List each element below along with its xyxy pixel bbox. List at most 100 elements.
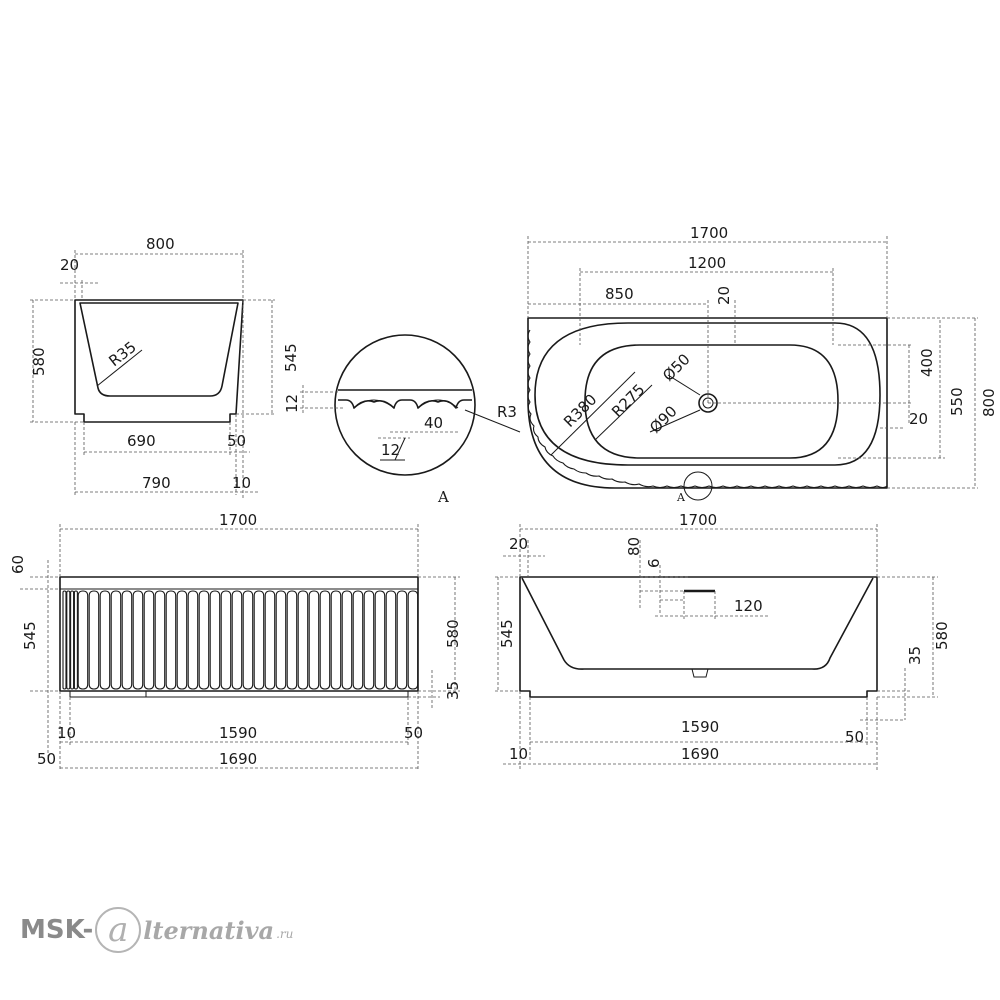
side-radius-label: R35	[105, 338, 139, 370]
front-length-label: 1700	[219, 511, 257, 529]
front-view-flute	[374, 590, 386, 690]
top-inner-width-label: 400	[918, 348, 936, 377]
section-height-outer-label: 580	[933, 621, 951, 650]
top-inner-length-label: 1200	[688, 254, 726, 272]
front-view-flute	[121, 590, 133, 690]
top-mid-width-label: 550	[948, 387, 966, 416]
front-view-flute	[176, 590, 188, 690]
side-height-inner-label: 545	[282, 343, 300, 372]
detail-radius-label: R3	[497, 403, 517, 421]
front-view-flute	[242, 590, 254, 690]
front-rim-label: 60	[9, 555, 27, 574]
front-view-flute	[297, 590, 309, 690]
front-view-flute	[407, 590, 419, 690]
front-view-flute	[132, 590, 144, 690]
front-plinth-label: 35	[444, 681, 462, 700]
side-view-inner-basin	[79, 302, 239, 397]
detail-a: 12 40 12 R3 A	[283, 334, 521, 506]
section-overflow-width-label: 120	[734, 597, 763, 615]
top-view-drain-outer	[698, 393, 718, 413]
side-view-outline	[74, 299, 244, 423]
watermark-tld: .ru	[276, 927, 294, 941]
front-view-flute	[396, 590, 408, 690]
front-view-flute	[165, 590, 177, 690]
watermark-prefix: MSK-	[20, 915, 94, 945]
front-view-flute	[330, 590, 342, 690]
top-view: 1700 1200 850 20 R380 R275 Ø50 Ø90 400 5…	[527, 224, 998, 504]
side-width-top-label: 800	[146, 235, 175, 253]
side-base-width-label: 790	[142, 474, 171, 492]
top-view-flute-edge	[527, 329, 888, 489]
front-view-flute	[352, 590, 364, 690]
front-view-flute	[209, 590, 221, 690]
top-view-basin	[584, 344, 839, 459]
side-height-outer-label: 580	[30, 347, 48, 376]
front-view-flutes	[62, 590, 419, 690]
top-view-detail-marker	[683, 471, 713, 501]
front-view-flute	[198, 590, 210, 690]
front-left-gap-label: 10	[57, 724, 76, 742]
front-view-flute	[77, 590, 89, 690]
side-view: 800 20 580 545 R35 690 50 790 10	[30, 235, 300, 500]
front-view-flute	[187, 590, 199, 690]
section-view-drain	[691, 668, 709, 678]
front-view-flute	[62, 590, 67, 690]
section-lip-label: 20	[509, 535, 528, 553]
front-base-length-label: 1690	[219, 750, 257, 768]
section-view-outline	[519, 576, 878, 698]
front-view-flute	[308, 590, 320, 690]
top-rim-gap-label: 20	[715, 286, 733, 305]
top-length-label: 1700	[690, 224, 728, 242]
section-overflow-gap-label: 6	[645, 558, 663, 568]
watermark-at-icon: a	[95, 907, 142, 953]
front-view-flute	[99, 590, 111, 690]
detail-depth-label: 12	[283, 394, 301, 413]
front-height-inner-label: 545	[21, 621, 39, 650]
front-right-gap-label: 50	[404, 724, 423, 742]
section-base-length-label: 1690	[681, 745, 719, 763]
detail-pitch-label: 40	[424, 414, 443, 432]
front-view-flute	[264, 590, 276, 690]
front-view-flute	[154, 590, 166, 690]
front-view-flute	[385, 590, 397, 690]
section-view-basin	[521, 577, 874, 670]
front-view-flute	[220, 590, 232, 690]
front-view-flute	[363, 590, 375, 690]
section-length-label: 1700	[679, 511, 717, 529]
front-view-flute	[275, 590, 287, 690]
top-radius-outer-label: R380	[560, 390, 600, 430]
front-view-flute	[253, 590, 265, 690]
top-radius-inner-label: R275	[608, 380, 648, 420]
front-view-flute	[341, 590, 353, 690]
section-view: 1700 20 80 6 120 545 580 35 1590 50 10 1…	[495, 511, 951, 770]
watermark-logo: MSK- a lternativa .ru	[20, 900, 293, 960]
top-drain-small-label: Ø50	[659, 350, 694, 385]
front-view-flute	[143, 590, 155, 690]
front-left-offset-label: 50	[37, 750, 56, 768]
front-view: 1700 60 545 580 35 10 1590 50 50 1690	[9, 511, 462, 770]
detail-width-label: 12	[381, 441, 400, 459]
front-view-flute	[286, 590, 298, 690]
front-view-flute	[66, 590, 71, 690]
side-foot-label: 50	[227, 432, 246, 450]
side-offset-label: 10	[232, 474, 251, 492]
section-plinth-label: 35	[906, 646, 924, 665]
front-view-flute	[319, 590, 331, 690]
side-inner-width-label: 690	[127, 432, 156, 450]
top-view-outline	[527, 317, 888, 489]
front-view-flute	[88, 590, 100, 690]
top-view-rim	[534, 322, 881, 466]
section-foot-label: 50	[845, 728, 864, 746]
detail-a-circle	[334, 334, 476, 476]
front-view-flute	[73, 590, 78, 690]
section-overflow-height-label: 80	[625, 537, 643, 556]
section-inner-length-label: 1590	[681, 718, 719, 736]
watermark-circle-letter: a	[108, 910, 129, 950]
section-left-gap-label: 10	[509, 745, 528, 763]
front-inner-length-label: 1590	[219, 724, 257, 742]
front-view-flute	[110, 590, 122, 690]
section-height-inner-label: 545	[498, 619, 516, 648]
top-detail-marker-label: A	[676, 491, 686, 504]
watermark-suffix: lternativa	[143, 915, 275, 945]
